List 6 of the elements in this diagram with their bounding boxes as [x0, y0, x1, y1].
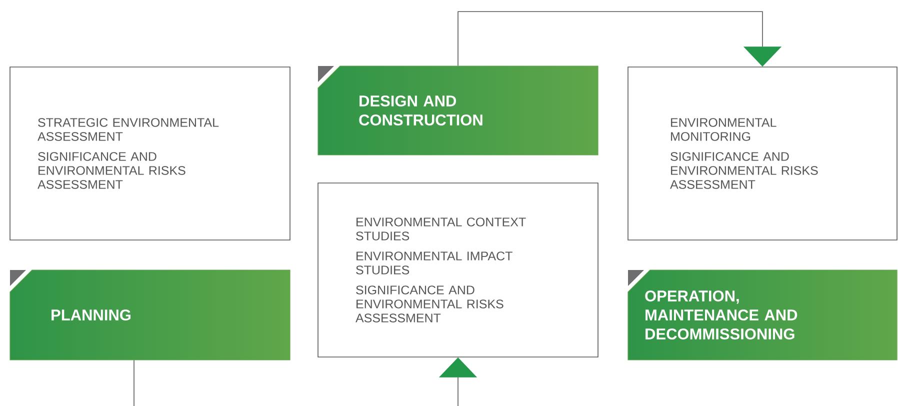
stage-box: DESIGN AND CONSTRUCTION — [318, 66, 598, 156]
text-box: ENVIRONMENTAL CONTEXT STUDIES ENVIRONMENTAL IMPACT STUDIES SIGNIFICANCE AND ENVIRONMENTAL RISKS ASSESSMENT — [318, 182, 598, 358]
stage-box: PLANNING — [10, 270, 290, 360]
stage-box: OPERATION, MAINTENANCE AND DECOMMISSIONING — [628, 270, 898, 360]
text-box: ENVIRONMENTAL MONITORING SIGNIFICANCE AND ENVIRONMENTAL RISKS ASSESSMENT — [628, 66, 898, 240]
text-box: STRATEGIC ENVIRONMENTAL ASSESSMENT SIGNIFICANCE AND ENVIRONMENTAL RISKS ASSESSMENT — [10, 66, 290, 240]
